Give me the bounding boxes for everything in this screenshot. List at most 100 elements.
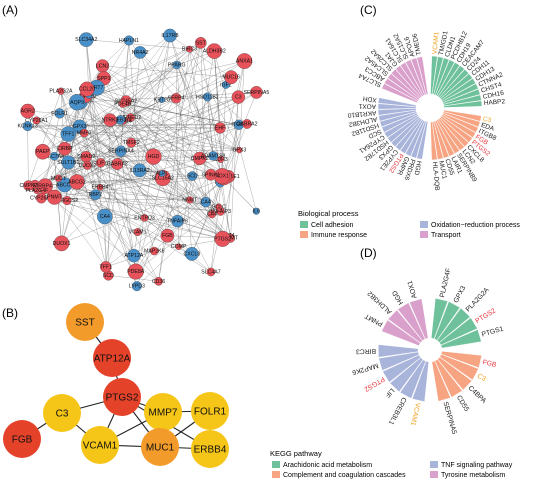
ppi-node-muc16[interactable]: MUC16 bbox=[222, 70, 240, 85]
ppi-node-cmpk2[interactable]: CMPK2 bbox=[191, 151, 209, 166]
ppi-node-gabra2[interactable]: GABRA2 bbox=[107, 158, 128, 171]
ppi-node-nnmt[interactable]: NNMT bbox=[182, 196, 198, 204]
ppi-node-anxa1[interactable]: ANXA1 bbox=[236, 53, 253, 69]
ppi-node-hmgcs2[interactable]: HMGCS2 bbox=[56, 195, 78, 206]
ppi-node-duox2[interactable]: DUOX2 bbox=[78, 160, 96, 170]
ppi-node-pnmt[interactable]: PNMT bbox=[46, 189, 63, 205]
go-legend-item-3: Transport bbox=[431, 232, 461, 239]
hub-node-muc1[interactable]: MUC1 bbox=[141, 428, 179, 466]
ppi-node-tff1[interactable]: TFF1 bbox=[100, 261, 113, 273]
ppi-node-serpina5[interactable]: SERPINA5 bbox=[244, 86, 270, 99]
ppi-node-abcg2[interactable]: ABCG2 bbox=[68, 174, 86, 190]
ppi-node-map2k6[interactable]: MAP2K6 bbox=[144, 246, 165, 256]
chord-gene-label: XDH bbox=[362, 94, 377, 103]
ppi-edge bbox=[239, 61, 245, 151]
ppi-node-pde4b[interactable]: PDE4B bbox=[114, 99, 132, 108]
ppi-node-hsd11b2[interactable]: HSD11B2 bbox=[196, 92, 219, 102]
ppi-node-kcnk13[interactable]: KCNK13 bbox=[18, 121, 38, 132]
ppi-node-ntrk3[interactable]: NTRK3 bbox=[102, 113, 119, 127]
ppi-node-cd36[interactable]: CD36 bbox=[152, 276, 165, 286]
ppi-node-c3[interactable]: C3 bbox=[231, 90, 246, 104]
ppi-node-nr4a2[interactable]: NR4A2 bbox=[132, 46, 149, 59]
hub-node-fgb[interactable]: FGB bbox=[3, 420, 41, 458]
ppi-node-spink1[interactable]: SPINK1 bbox=[202, 168, 221, 181]
ppi-node-ca4[interactable]: CA4 bbox=[97, 208, 113, 225]
ppi-node-mmp7[interactable]: MMP7 bbox=[77, 128, 92, 138]
ppi-node-itgb8[interactable]: ITGB8 bbox=[231, 119, 246, 130]
ppi-node-folr1[interactable]: FOLR1 bbox=[51, 108, 68, 119]
ppi-node-lif[interactable]: LIF bbox=[96, 158, 106, 168]
ppi-node-rbp2[interactable]: RBP2 bbox=[89, 189, 103, 201]
ppi-node-agr2[interactable]: AGR2 bbox=[20, 103, 36, 119]
ppi-node-alpl[interactable]: ALPL bbox=[156, 170, 169, 178]
ppi-node-slc7a4[interactable]: SLC7A4 bbox=[45, 151, 64, 161]
ppi-node-pla2g4f[interactable]: PLA2G4F bbox=[25, 186, 48, 194]
hub-node-c3[interactable]: C3 bbox=[43, 394, 81, 432]
ppi-node-il13ra2[interactable]: IL13RA2 bbox=[130, 163, 150, 178]
hub-node-mmp7[interactable]: MMP7 bbox=[144, 393, 182, 431]
ppi-node-ca4[interactable]: CA4 bbox=[200, 196, 211, 208]
chord-gene-label: MUC1 bbox=[437, 160, 448, 180]
ppi-node-sult1b1[interactable]: SULT1B1 bbox=[57, 155, 80, 170]
ppi-node-il17rb[interactable]: IL17RB bbox=[161, 28, 179, 43]
ppi-node-abcc3[interactable]: ABCC3 bbox=[56, 177, 73, 193]
ppi-node-paep[interactable]: PAEP bbox=[34, 144, 51, 160]
ppi-node-mpped2[interactable]: MPPED2 bbox=[120, 113, 141, 122]
ppi-node-cdh3[interactable]: CDH3 bbox=[214, 155, 228, 163]
ppi-node-ptgs2[interactable]: PTGS2 bbox=[214, 230, 231, 247]
ppi-node-ccl20[interactable]: CCL20 bbox=[79, 81, 95, 97]
ppi-node-cmpk2[interactable]: CMPK2 bbox=[19, 180, 37, 191]
ppi-node-atp12a[interactable]: ATP12A bbox=[124, 248, 144, 263]
ppi-node-sst[interactable]: SST bbox=[194, 37, 207, 49]
ppi-node-hapln1[interactable]: HAPLN1 bbox=[119, 35, 139, 46]
ppi-node-smad9[interactable]: SMAD9 bbox=[77, 150, 95, 163]
ppi-node-pde8a[interactable]: PDE8A bbox=[127, 263, 145, 280]
ppi-node-hgd[interactable]: HGD bbox=[145, 148, 162, 165]
ppi-node-aldh3b2[interactable]: ALDH3B2 bbox=[203, 43, 226, 59]
ppi-node-duox1[interactable]: DUOX1 bbox=[53, 235, 71, 252]
ppi-node-scd[interactable]: SCD bbox=[187, 171, 198, 181]
ppi-node-birc3[interactable]: BIRC3 bbox=[182, 45, 197, 53]
hub-node-folr1[interactable]: FOLR1 bbox=[191, 392, 229, 430]
hub-node-ptgs2[interactable]: PTGS2 bbox=[103, 378, 141, 416]
ppi-node-krt20[interactable]: KRT20 bbox=[154, 96, 170, 104]
ppi-node-pparg[interactable]: PPARG bbox=[168, 60, 186, 70]
ppi-node-pla2g2a[interactable]: PLA2G2A bbox=[49, 87, 73, 95]
ppi-node-adamts8[interactable]: ADAMTS8 bbox=[201, 151, 226, 161]
ppi-node-rbp4[interactable]: RBP4 bbox=[37, 178, 53, 194]
hub-node-atp12a[interactable]: ATP12A bbox=[93, 339, 131, 377]
ppi-node-muc1[interactable]: MUC1 bbox=[51, 174, 66, 182]
hub-node-erbb4[interactable]: ERBB4 bbox=[191, 430, 229, 468]
ppi-node-cxcl8[interactable]: CXCL8 bbox=[184, 247, 201, 261]
ppi-node-lcn2[interactable]: LCN2 bbox=[96, 59, 109, 73]
ppi-node-lypd3[interactable]: LYPD3 bbox=[129, 281, 145, 292]
ppi-node-erbb4[interactable]: ERBB4 bbox=[91, 183, 109, 191]
chord-gene-label: HGD bbox=[412, 160, 422, 176]
ppi-node-gpx3[interactable]: GPX3 bbox=[232, 146, 246, 154]
ppi-node-cirbp[interactable]: CIRBP bbox=[57, 141, 73, 156]
ppi-node-aqp9[interactable]: AQP9 bbox=[68, 94, 86, 111]
ppi-node-il6[interactable]: IL6 bbox=[253, 207, 260, 215]
ppi-node-label: LYPD3 bbox=[129, 284, 145, 290]
ppi-node-tff1[interactable]: TFF1 bbox=[60, 126, 76, 142]
chord-bar bbox=[430, 55, 438, 95]
hub-node-vcam1[interactable]: VCAM1 bbox=[81, 426, 119, 464]
ppi-node-ehf[interactable]: EHF bbox=[214, 122, 226, 134]
ppi-node-comp[interactable]: COMP bbox=[171, 243, 187, 251]
ppi-node-sfrp4[interactable]: SFRP4 bbox=[168, 92, 185, 104]
ppi-edge bbox=[102, 65, 232, 78]
ppi-node-ca4[interactable]: CA4 bbox=[207, 210, 217, 219]
ppi-node-tnfaip6[interactable]: TNFAIP6 bbox=[167, 214, 188, 228]
ppi-node-slc34a2[interactable]: SLC34A2 bbox=[75, 32, 97, 47]
ppi-node-serpina4[interactable]: SERPINA4 bbox=[108, 145, 134, 157]
ppi-node-cyp26a1[interactable]: CYP26A1 bbox=[25, 116, 48, 125]
ppi-node-entpd3[interactable]: ENTPD3 bbox=[134, 214, 155, 222]
ppi-node-vcam1[interactable]: VCAM1 bbox=[129, 228, 147, 236]
ppi-node-fgb[interactable]: FGB bbox=[160, 228, 175, 243]
hub-node-sst[interactable]: SST bbox=[66, 303, 104, 341]
ppi-node-gclc[interactable]: GCLC bbox=[211, 203, 226, 211]
ppi-node-slc4a7[interactable]: SLC4A7 bbox=[201, 267, 221, 277]
ppi-node-gabra2[interactable]: GABRA2 bbox=[236, 119, 258, 129]
ppi-node-tmsf2[interactable]: TMSF2 bbox=[123, 137, 140, 148]
ppi-node-slc15a2[interactable]: SLC15A2 bbox=[152, 170, 174, 187]
